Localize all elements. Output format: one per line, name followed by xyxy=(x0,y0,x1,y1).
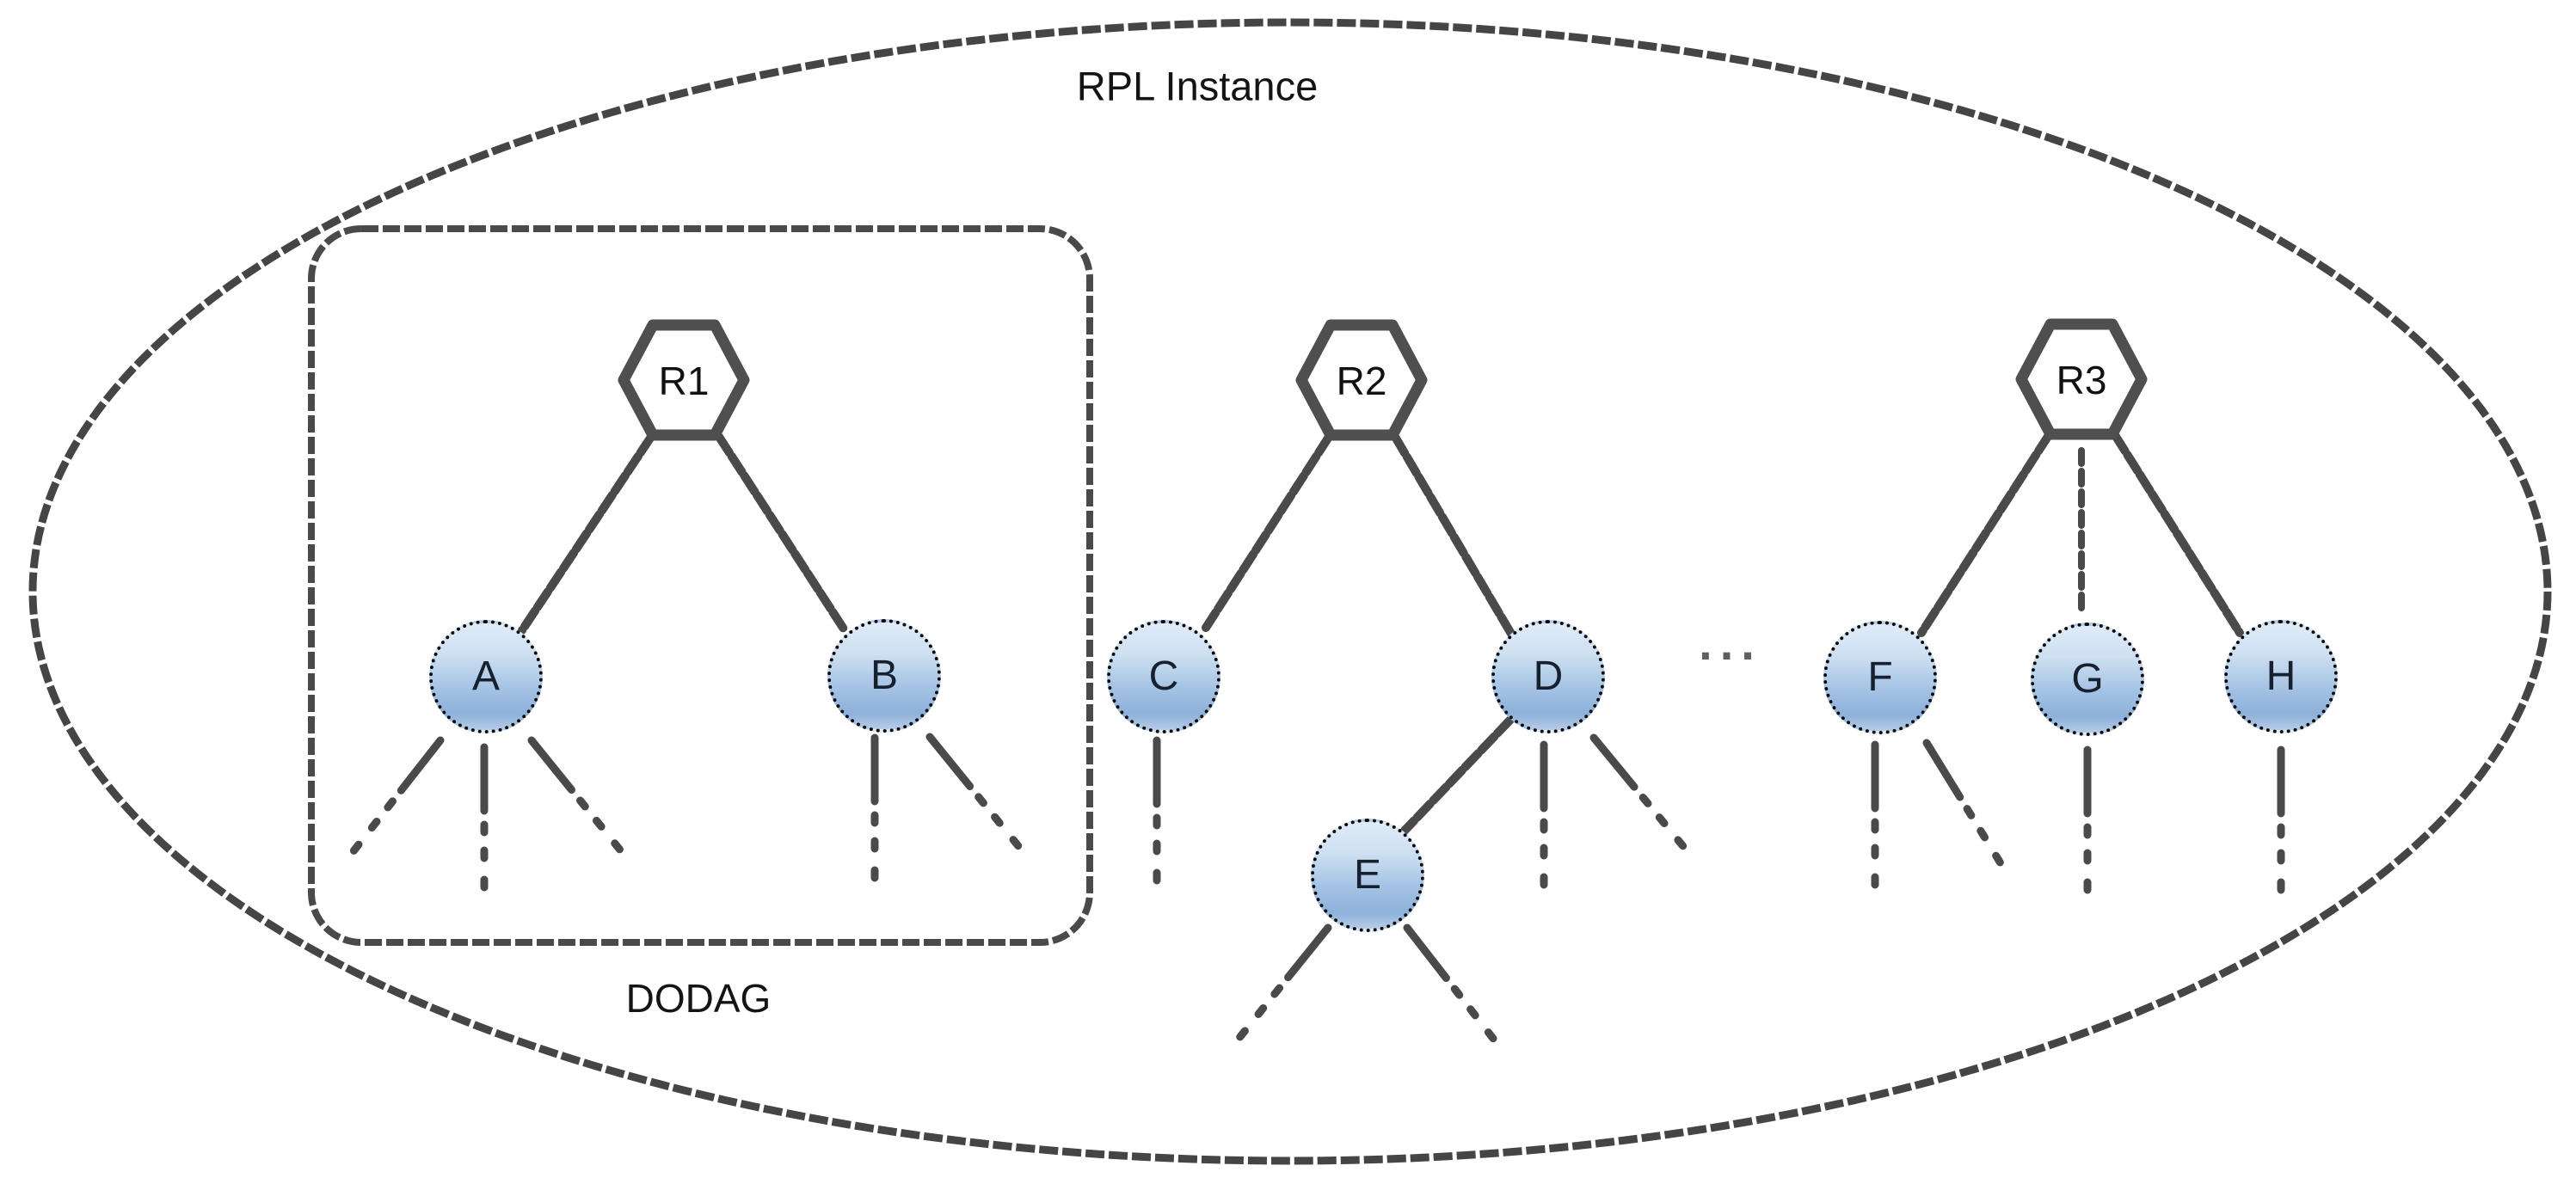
dangling-a-right xyxy=(527,736,637,870)
dangling-edges xyxy=(336,733,2285,1052)
edge-r2-c xyxy=(1202,433,1333,632)
edge-r3-h xyxy=(2111,431,2244,637)
node-a: A xyxy=(429,620,543,733)
rpl-instance-boundary-ellipse xyxy=(28,18,2552,1165)
node-h-label: H xyxy=(2266,653,2296,699)
tree-edges xyxy=(518,431,2244,835)
root-label-r3: R3 xyxy=(2056,358,2107,402)
root-label-r2: R2 xyxy=(1336,359,1387,403)
node-c-label: C xyxy=(1148,653,1179,699)
node-b-label: B xyxy=(870,652,898,698)
dodag-boundary-box xyxy=(308,225,1093,946)
root-hexagon-r1 xyxy=(618,319,750,441)
node-g-label: G xyxy=(2071,655,2104,702)
ellipsis-dots: ... xyxy=(1699,616,1762,670)
node-e: E xyxy=(1311,819,1424,932)
root-label-r1: R1 xyxy=(658,359,710,403)
root-hexagon-r2 xyxy=(1295,319,1428,441)
edge-r1-b xyxy=(715,433,849,635)
edge-d-e xyxy=(1400,715,1515,835)
node-a-label: A xyxy=(471,653,500,699)
node-f-label: F xyxy=(1867,653,1893,700)
root-router-hexagons xyxy=(618,318,2148,441)
node-b: B xyxy=(827,619,941,733)
node-d: D xyxy=(1491,620,1605,733)
dangling-f-right xyxy=(1922,739,2026,901)
dangling-d-right xyxy=(1589,733,1699,864)
dodag-label: DODAG xyxy=(625,976,772,1021)
edge-r3-f xyxy=(1917,431,2053,637)
node-d-label: D xyxy=(1533,653,1564,699)
edge-r2-d xyxy=(1391,433,1515,638)
dangling-e-right xyxy=(1403,923,1504,1052)
node-h: H xyxy=(2224,620,2338,733)
node-c: C xyxy=(1107,620,1220,733)
edge-r1-a xyxy=(518,433,655,635)
node-e-label: E xyxy=(1353,851,1381,898)
node-f: F xyxy=(1823,621,1937,734)
dangling-e-left xyxy=(1227,923,1332,1052)
dangling-b-right xyxy=(925,733,1034,864)
node-g: G xyxy=(2031,623,2144,736)
diagram-title: RPL Instance xyxy=(1076,63,1319,109)
dangling-a-left xyxy=(336,736,445,872)
root-hexagon-r3 xyxy=(2015,318,2148,440)
